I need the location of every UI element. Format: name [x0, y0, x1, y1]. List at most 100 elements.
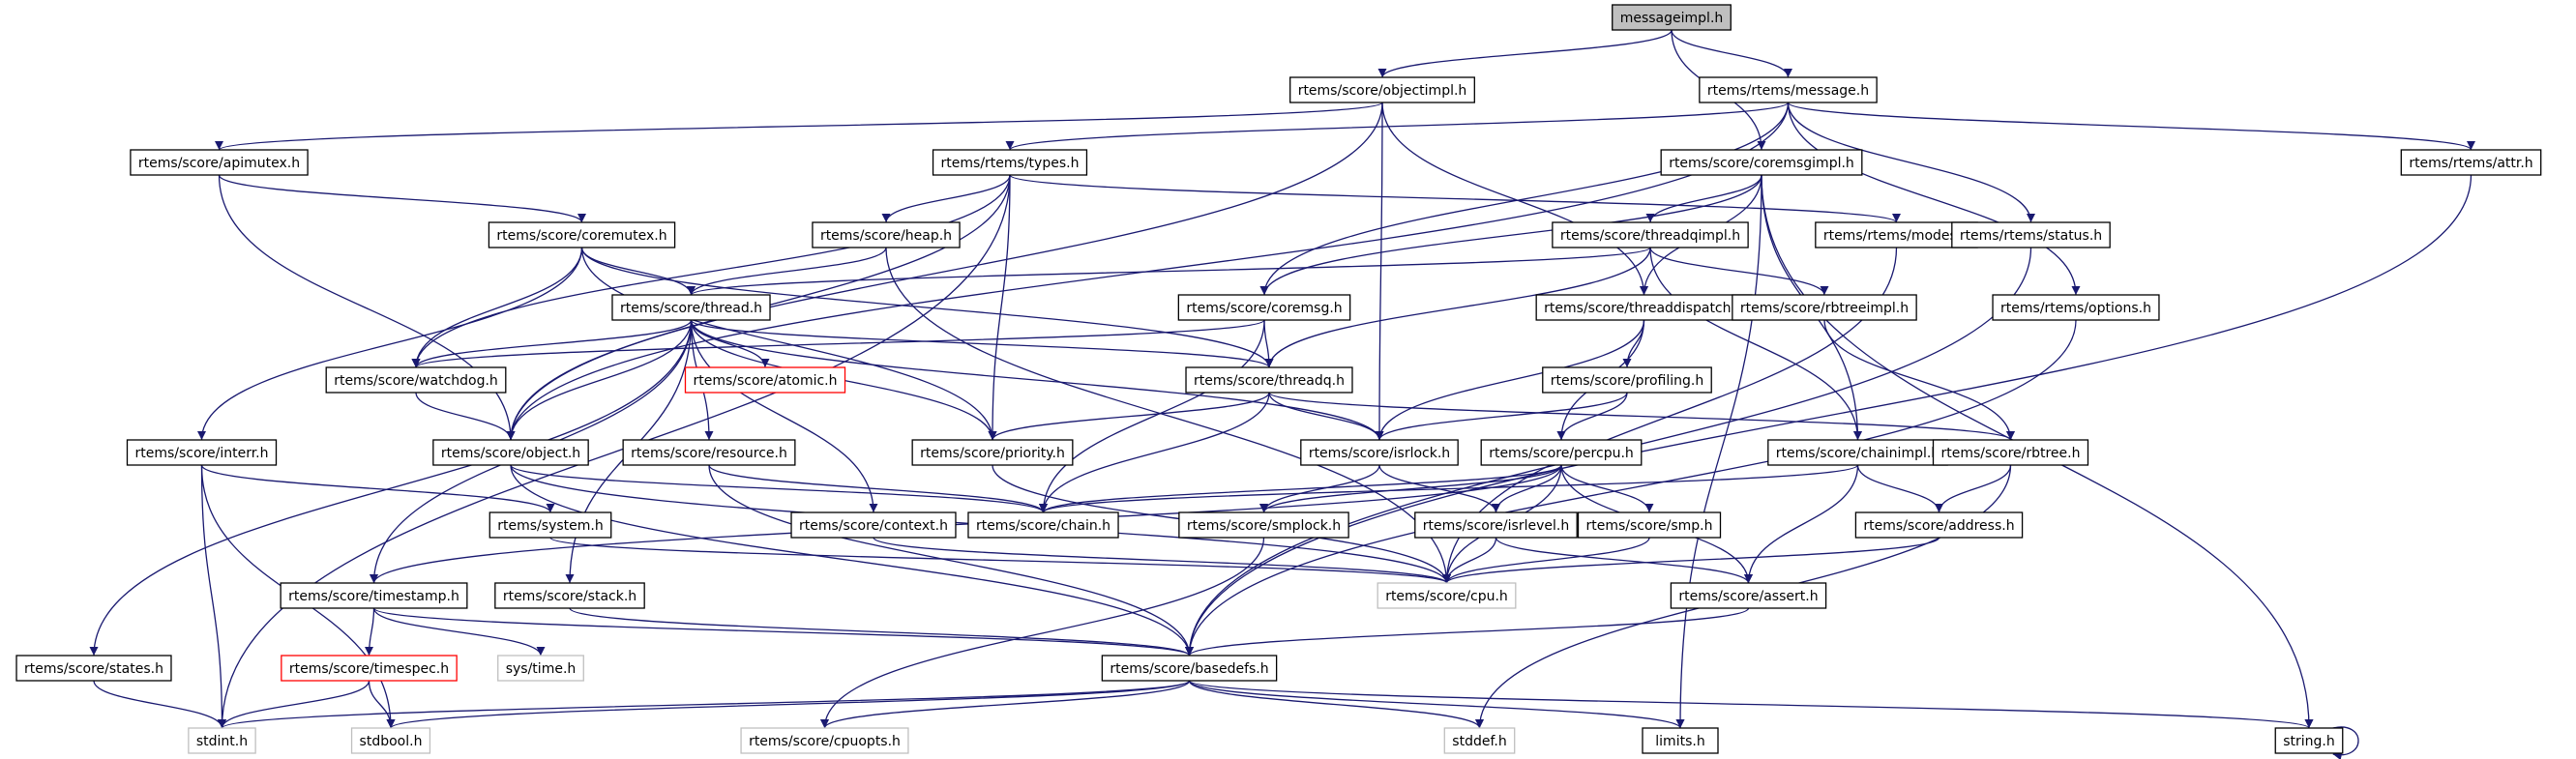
node-box[interactable]	[911, 439, 1074, 466]
node-types[interactable]: rtems/rtems/types.h	[932, 149, 1088, 176]
node-stdint[interactable]: stdint.h	[188, 727, 256, 754]
node-percpu[interactable]: rtems/score/percpu.h	[1480, 439, 1643, 466]
node-box[interactable]	[15, 655, 172, 682]
node-threadq[interactable]: rtems/score/threadq.h	[1185, 366, 1353, 394]
node-box[interactable]	[1992, 294, 2160, 321]
node-systime[interactable]: sys/time.h	[497, 655, 584, 682]
node-context[interactable]: rtems/score/context.h	[790, 511, 957, 539]
node-box[interactable]	[967, 511, 1119, 539]
node-message[interactable]: rtems/rtems/message.h	[1699, 76, 1878, 103]
node-system[interactable]: rtems/system.h	[489, 511, 612, 539]
node-box[interactable]	[611, 294, 771, 321]
node-box[interactable]	[432, 439, 589, 466]
node-isrlock[interactable]: rtems/score/isrlock.h	[1300, 439, 1459, 466]
node-box[interactable]	[494, 582, 645, 609]
node-profiling[interactable]: rtems/score/profiling.h	[1542, 366, 1712, 394]
node-chainimpl[interactable]: rtems/score/chainimpl.h	[1767, 439, 1948, 466]
node-smplock[interactable]: rtems/score/smplock.h	[1178, 511, 1349, 539]
node-objectimpl[interactable]: rtems/score/objectimpl.h	[1289, 76, 1475, 103]
node-heap[interactable]: rtems/score/heap.h	[812, 221, 961, 248]
node-box[interactable]	[1377, 582, 1517, 609]
node-box[interactable]	[1289, 76, 1475, 103]
node-cpuopts[interactable]: rtems/score/cpuopts.h	[740, 727, 909, 754]
node-coremsg[interactable]: rtems/score/coremsg.h	[1177, 294, 1351, 321]
node-label: stdint.h	[196, 734, 248, 749]
node-basedefs[interactable]: rtems/score/basedefs.h	[1101, 655, 1278, 682]
node-box[interactable]	[1732, 294, 1917, 321]
node-box[interactable]	[1642, 727, 1719, 754]
node-smp[interactable]: rtems/score/smp.h	[1577, 511, 1722, 539]
node-box[interactable]	[350, 727, 431, 754]
node-box[interactable]	[280, 582, 468, 609]
node-box[interactable]	[1177, 294, 1351, 321]
node-box[interactable]	[1699, 76, 1878, 103]
node-address[interactable]: rtems/score/address.h	[1854, 511, 2024, 539]
node-box[interactable]	[1480, 439, 1643, 466]
node-box[interactable]	[126, 439, 278, 466]
node-box[interactable]	[488, 221, 676, 248]
node-apimutex[interactable]: rtems/score/apimutex.h	[130, 149, 309, 176]
node-box[interactable]	[1542, 366, 1712, 394]
node-box[interactable]	[1577, 511, 1722, 539]
node-cpu[interactable]: rtems/score/cpu.h	[1377, 582, 1517, 609]
node-box[interactable]	[684, 366, 846, 394]
node-box[interactable]	[1414, 511, 1578, 539]
node-limits[interactable]: limits.h	[1642, 727, 1719, 754]
node-attr[interactable]: rtems/rtems/attr.h	[2400, 149, 2542, 176]
node-box[interactable]	[740, 727, 909, 754]
node-box[interactable]	[932, 149, 1088, 176]
node-rbtree[interactable]: rtems/score/rbtree.h	[1932, 439, 2089, 466]
node-messageimpl[interactable]: messageimpl.h	[1612, 4, 1732, 31]
node-box[interactable]	[2400, 149, 2542, 176]
node-stddef[interactable]: stddef.h	[1443, 727, 1516, 754]
node-chain[interactable]: rtems/score/chain.h	[967, 511, 1119, 539]
node-timestamp[interactable]: rtems/score/timestamp.h	[280, 582, 468, 609]
node-box[interactable]	[497, 655, 584, 682]
node-thread[interactable]: rtems/score/thread.h	[611, 294, 771, 321]
node-box[interactable]	[188, 727, 256, 754]
node-box[interactable]	[130, 149, 309, 176]
node-box[interactable]	[1552, 221, 1749, 248]
edge-basedefs-to-limits	[1188, 680, 1685, 729]
node-box[interactable]	[325, 366, 507, 394]
node-rbtreeimpl[interactable]: rtems/score/rbtreeimpl.h	[1732, 294, 1917, 321]
node-timespec[interactable]: rtems/score/timespec.h	[281, 655, 458, 682]
node-isrlevel[interactable]: rtems/score/isrlevel.h	[1414, 511, 1578, 539]
node-box[interactable]	[622, 439, 796, 466]
node-coremsgimpl[interactable]: rtems/score/coremsgimpl.h	[1660, 149, 1863, 176]
node-box[interactable]	[1612, 4, 1732, 31]
node-box[interactable]	[1854, 511, 2024, 539]
edge-apimutex-to-object	[218, 174, 516, 441]
node-status[interactable]: rtems/rtems/status.h	[1951, 221, 2111, 248]
node-string[interactable]: string.h	[2274, 727, 2344, 754]
node-box[interactable]	[1185, 366, 1353, 394]
node-box[interactable]	[812, 221, 961, 248]
node-box[interactable]	[790, 511, 957, 539]
node-box[interactable]	[1660, 149, 1863, 176]
node-priority[interactable]: rtems/score/priority.h	[911, 439, 1074, 466]
node-box[interactable]	[1951, 221, 2111, 248]
node-box[interactable]	[2274, 727, 2344, 754]
node-object[interactable]: rtems/score/object.h	[432, 439, 589, 466]
node-stack[interactable]: rtems/score/stack.h	[494, 582, 645, 609]
node-resource[interactable]: rtems/score/resource.h	[622, 439, 796, 466]
node-box[interactable]	[1670, 582, 1827, 609]
node-box[interactable]	[281, 655, 458, 682]
node-threaddispatch[interactable]: rtems/score/threaddispatch.h	[1535, 294, 1753, 321]
node-atomic[interactable]: rtems/score/atomic.h	[684, 366, 846, 394]
node-box[interactable]	[1300, 439, 1459, 466]
node-stdbool[interactable]: stdbool.h	[350, 727, 431, 754]
node-box[interactable]	[1932, 439, 2089, 466]
node-box[interactable]	[1101, 655, 1278, 682]
node-label: rtems/score/smplock.h	[1187, 518, 1341, 534]
node-options[interactable]: rtems/rtems/options.h	[1992, 294, 2160, 321]
node-interr[interactable]: rtems/score/interr.h	[126, 439, 278, 466]
node-coremutex[interactable]: rtems/score/coremutex.h	[488, 221, 676, 248]
node-watchdog[interactable]: rtems/score/watchdog.h	[325, 366, 507, 394]
node-box[interactable]	[1178, 511, 1349, 539]
node-box[interactable]	[1443, 727, 1516, 754]
node-assert[interactable]: rtems/score/assert.h	[1670, 582, 1827, 609]
node-threadqimpl[interactable]: rtems/score/threadqimpl.h	[1552, 221, 1749, 248]
node-box[interactable]	[489, 511, 612, 539]
node-states[interactable]: rtems/score/states.h	[15, 655, 172, 682]
